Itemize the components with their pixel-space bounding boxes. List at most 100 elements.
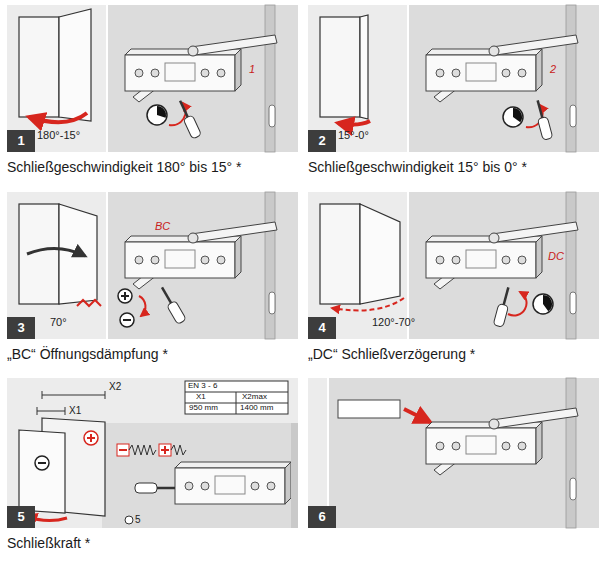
arm-pivot	[489, 233, 499, 243]
door-small	[19, 430, 65, 513]
arm-pivot	[489, 419, 499, 429]
screwdriver-shaft	[538, 100, 543, 117]
spring-plus	[164, 446, 166, 454]
spring-plus	[159, 444, 171, 456]
arm-pivot	[489, 46, 499, 56]
hinge	[570, 105, 576, 127]
table-cell: X1	[196, 393, 206, 402]
step-caption: „BC“ Öffnungsdämpfung *	[7, 346, 168, 362]
time-icon	[503, 107, 523, 127]
turn-arrow	[139, 296, 145, 316]
callout-number: 5	[135, 514, 141, 525]
valve	[151, 69, 159, 77]
door-leaf	[360, 204, 400, 304]
closer-body	[125, 242, 235, 278]
wall	[408, 192, 599, 339]
step-number: 5	[7, 506, 35, 528]
screwdriver-handle	[493, 303, 508, 327]
dimension-tick	[105, 391, 106, 399]
wall	[328, 378, 599, 528]
valve	[151, 256, 159, 264]
door-closer	[426, 222, 578, 289]
table-cell: X2max	[242, 393, 267, 402]
panel-ground	[308, 192, 599, 339]
spring	[171, 445, 186, 455]
door-opening	[19, 17, 59, 117]
door-leaf	[59, 9, 91, 121]
wall	[102, 423, 298, 528]
wall	[408, 5, 599, 152]
closer-arm	[492, 222, 578, 242]
step-number: 3	[7, 317, 35, 339]
swing-arrow	[338, 121, 370, 125]
valve	[135, 69, 143, 77]
closer-body	[426, 55, 536, 91]
valve-mark: DC	[548, 250, 564, 262]
closer-arm	[492, 35, 578, 55]
valve	[502, 69, 510, 77]
step-caption: Schließgeschwindigkeit 180° bis 15° *	[7, 159, 242, 175]
hinge	[570, 478, 576, 500]
angle-label: 70°	[50, 316, 67, 328]
step-caption: „DC“ Schließverzögerung *	[308, 346, 475, 362]
adjust-symbol	[84, 431, 98, 445]
screwdriver	[493, 286, 513, 327]
closer-recess	[165, 63, 195, 81]
closer-body	[175, 468, 285, 504]
valve	[201, 482, 209, 490]
valve	[452, 256, 460, 264]
swing-arrow	[29, 113, 87, 122]
wall-edge	[407, 5, 409, 152]
adjust-symbol	[120, 313, 134, 327]
step-number: 6	[308, 506, 336, 528]
clock-sector	[513, 108, 522, 122]
closer-side	[536, 236, 542, 278]
wall-edge	[106, 192, 108, 339]
screwdriver	[176, 99, 202, 139]
door-opening	[320, 204, 360, 304]
screwdriver-shaft	[504, 287, 509, 304]
door-frame	[265, 5, 275, 152]
data-table	[185, 381, 288, 414]
adjust-symbol	[38, 462, 46, 464]
closer-arm	[492, 408, 578, 428]
door-closer	[125, 222, 277, 289]
adjust-symbol	[90, 434, 92, 442]
valve-mark: 2	[550, 63, 556, 75]
dimension-label: X1	[69, 405, 81, 416]
door-frame	[265, 192, 275, 339]
angle-label: 15°-0°	[338, 129, 369, 141]
door-closer	[426, 35, 578, 102]
table-rule	[236, 392, 237, 414]
door-opening	[320, 17, 360, 117]
valve	[135, 256, 143, 264]
panel-ground	[308, 5, 599, 152]
valve	[251, 482, 259, 490]
dimension-tick	[37, 407, 38, 415]
valve	[436, 256, 444, 264]
closer-side	[235, 49, 241, 91]
screwdriver	[533, 99, 553, 140]
table-cell: 950 mm	[189, 404, 218, 413]
closer-side	[536, 49, 542, 91]
valve	[267, 482, 275, 490]
clock-sector	[543, 295, 552, 311]
step-number: 4	[308, 317, 336, 339]
wall	[107, 192, 298, 339]
closer-body	[125, 55, 235, 91]
door-leaf	[360, 15, 368, 119]
valve	[502, 442, 510, 450]
valve-mark: BC	[155, 220, 170, 232]
closer-arm	[191, 222, 277, 242]
adjust-symbol	[35, 456, 49, 470]
hinge	[269, 292, 275, 314]
step-number: 1	[7, 130, 35, 152]
closer-body	[426, 242, 536, 278]
door-frame	[566, 192, 576, 339]
closer-recess	[466, 63, 496, 81]
slide-arrow	[404, 409, 430, 422]
closer-side	[235, 236, 241, 278]
callout-ring	[125, 516, 133, 524]
step-illustration	[308, 5, 599, 152]
screwdriver-shaft	[157, 487, 175, 490]
